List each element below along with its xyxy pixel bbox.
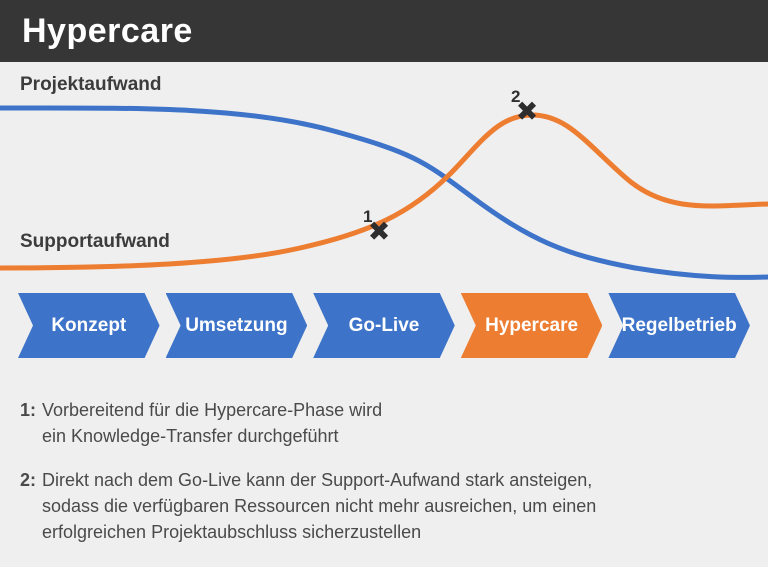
phase-go-live-label: Go-Live (348, 314, 420, 336)
phase-bar: Konzept Umsetzung Go-Live Hypercare Rege… (18, 293, 750, 358)
phase-konzept-label: Konzept (51, 314, 127, 336)
footnote-2-prefix: 2: (20, 470, 37, 490)
footnote-1: 1: Vorbereitend für die Hypercare-Phase … (20, 397, 752, 449)
x-mark-icon: ✖ (367, 216, 391, 247)
footnote-2-line: Direkt nach dem Go-Live kann der Support… (42, 470, 593, 490)
phase-hypercare: Hypercare (461, 293, 603, 358)
phase-regelbetrieb-label: Regelbetrieb (621, 314, 737, 336)
marker-1-number: 1 (363, 207, 373, 226)
effort-chart: Projektaufwand Supportaufwand 1 ✖ 2 ✖ (0, 62, 768, 292)
phase-konzept: Konzept (18, 293, 160, 358)
footnotes: 1: Vorbereitend für die Hypercare-Phase … (20, 397, 752, 545)
footnote-2-line: erfolgreichen Projektaubschluss sicherzu… (42, 522, 422, 542)
footnote-1-line: Vorbereitend für die Hypercare-Phase wir… (42, 400, 383, 420)
supportaufwand-label: Supportaufwand (20, 231, 170, 252)
marker-2-number: 2 (511, 87, 521, 106)
footnote-2: 2: Direkt nach dem Go-Live kann der Supp… (20, 467, 752, 545)
phase-go-live: Go-Live (313, 293, 455, 358)
title-bar: Hypercare (0, 0, 768, 62)
curves-canvas (0, 105, 768, 280)
page-title: Hypercare (22, 11, 193, 50)
phase-hypercare-label: Hypercare (485, 314, 579, 336)
phase-umsetzung-label: Umsetzung (185, 314, 288, 336)
projektaufwand-label: Projektaufwand (20, 74, 162, 95)
projektaufwand-curve (0, 105, 768, 280)
phase-umsetzung: Umsetzung (166, 293, 308, 358)
footnote-2-line: sodass die verfügbaren Ressourcen nicht … (42, 496, 597, 516)
phase-regelbetrieb: Regelbetrieb (608, 293, 750, 358)
footnote-1-line: ein Knowledge-Transfer durchgeführt (42, 426, 339, 446)
x-mark-icon: ✖ (515, 96, 539, 127)
footnote-1-prefix: 1: (20, 400, 37, 420)
supportaufwand-curve (0, 112, 768, 271)
